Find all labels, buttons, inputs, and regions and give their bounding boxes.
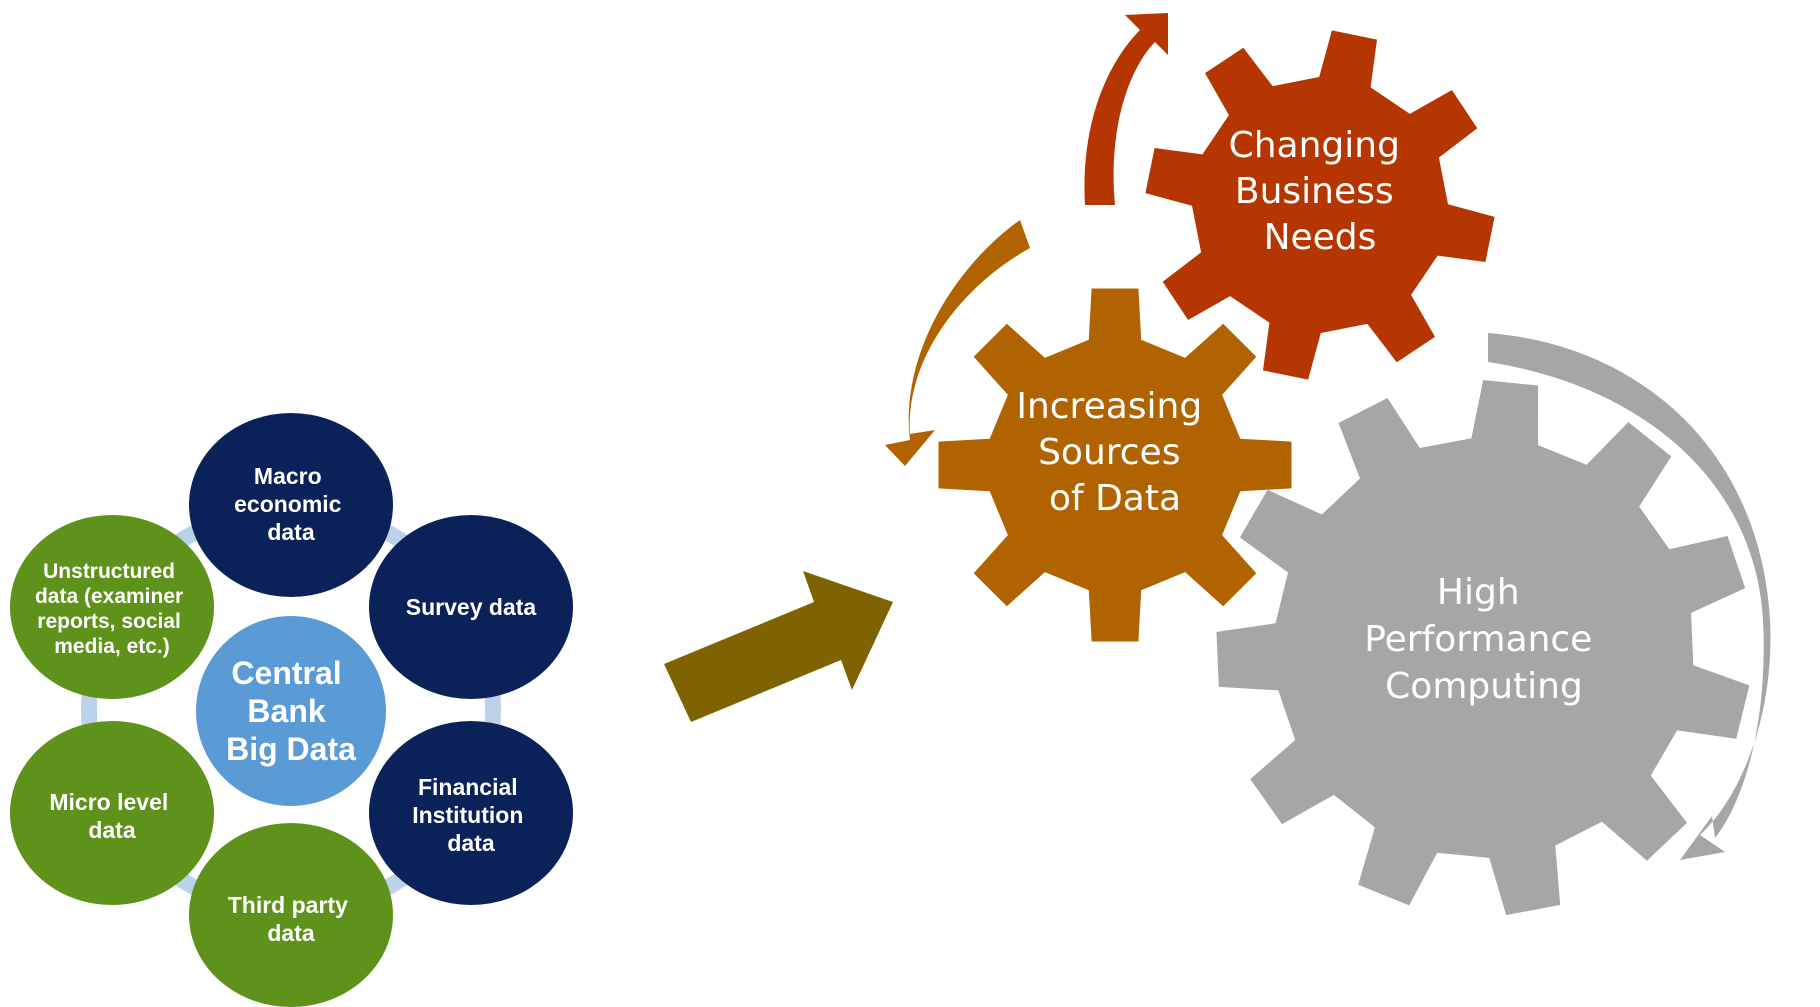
svg-text:Macro economic: Macro economic data xyxy=(234,463,348,545)
center-label-line: Central xyxy=(231,655,341,691)
svg-text:Changing Business Need: Changing Business Needs xyxy=(1229,125,1412,258)
gear-changing-business-needs-label-line: Needs xyxy=(1264,217,1377,258)
node-micro-level-data: Micro level data xyxy=(10,721,214,905)
center-label-line: Big Data xyxy=(226,731,356,767)
node-unstructured-label-line: Unstructured xyxy=(43,560,175,583)
node-unstructured-circle xyxy=(10,515,214,699)
node-macro-label-line: economic xyxy=(234,491,342,517)
gear-high-performance-computing-label-line: High xyxy=(1437,572,1520,613)
gear-increasing-sources-icon xyxy=(938,288,1292,642)
node-macro-circle xyxy=(189,413,393,597)
gear-changing-business-needs-label-line: Changing xyxy=(1229,125,1400,166)
center-circle xyxy=(196,616,386,806)
node-third-party-circle xyxy=(189,823,393,1007)
svg-text:Unstructured data (exa: Unstructured data (examiner reports, soc… xyxy=(35,560,189,658)
gear-high-performance-computing-icon xyxy=(1216,380,1750,916)
svg-text:Survey data: Survey data xyxy=(406,594,537,620)
node-financial-label-line: Institution xyxy=(412,802,523,828)
node-financial-institution-data: Financial Institution data xyxy=(369,721,573,905)
curved-arrow-red-icon xyxy=(1084,13,1168,205)
node-unstructured-label-line: data (examiner xyxy=(35,585,183,608)
svg-text:Micro level data: Micro level data xyxy=(49,789,174,843)
node-survey-circle xyxy=(369,515,573,699)
curved-arrow-orange-icon xyxy=(885,220,1030,466)
big-arrow-icon xyxy=(664,571,893,722)
gear-high-performance-computing-label-line: Computing xyxy=(1385,666,1583,707)
node-financial-label-line: data xyxy=(447,830,495,856)
node-survey-label-line: Survey data xyxy=(406,594,537,620)
node-central-bank-big-data: Central Bank Big Data xyxy=(196,616,386,806)
node-third-party-data: Third party data xyxy=(189,823,393,1007)
node-micro-label-line: Micro level xyxy=(49,789,168,815)
gear-increasing-sources-label-line: Sources xyxy=(1038,432,1180,473)
node-micro-label-line: data xyxy=(88,817,136,843)
node-unstructured-label-line: media, etc.) xyxy=(54,635,170,658)
center-label-line: Bank xyxy=(247,693,325,729)
gear-high-performance-computing-label-line: Performance xyxy=(1364,619,1592,660)
node-third-party-label-line: Third party xyxy=(228,892,348,918)
node-unstructured-data: Unstructured data (examiner reports, soc… xyxy=(10,515,214,699)
gear-increasing-sources-label-line: Increasing xyxy=(1016,386,1202,427)
curved-arrow-gray-icon xyxy=(1488,333,1771,860)
node-micro-circle xyxy=(10,721,214,905)
svg-text:High Performance Compu: High Performance Computing xyxy=(1364,572,1604,707)
node-survey-data: Survey data xyxy=(369,515,573,699)
svg-text:Financial Institution: Financial Institution data xyxy=(412,774,530,856)
node-financial-label-line: Financial xyxy=(418,774,518,800)
svg-text:Third party data: Third party data xyxy=(228,892,355,946)
gear-increasing-sources-label-line: of Data xyxy=(1049,478,1181,519)
gear-changing-business-needs-label-line: Business xyxy=(1235,171,1394,212)
node-third-party-label-line: data xyxy=(267,920,315,946)
svg-text:Central Bank B: Central Bank Big Data xyxy=(226,655,356,767)
node-unstructured-label-line: reports, social xyxy=(37,610,181,633)
node-financial-circle xyxy=(369,721,573,905)
gear-changing-business-needs-icon xyxy=(1145,30,1495,380)
central-bank-cluster: Macro economic data Survey data Financia… xyxy=(10,413,573,1007)
node-macro-economic-data: Macro economic data xyxy=(189,413,393,597)
svg-text:Increasing Sources of: Increasing Sources of Data xyxy=(1016,386,1213,519)
node-macro-label-line: data xyxy=(267,519,315,545)
node-macro-label-line: Macro xyxy=(254,463,322,489)
